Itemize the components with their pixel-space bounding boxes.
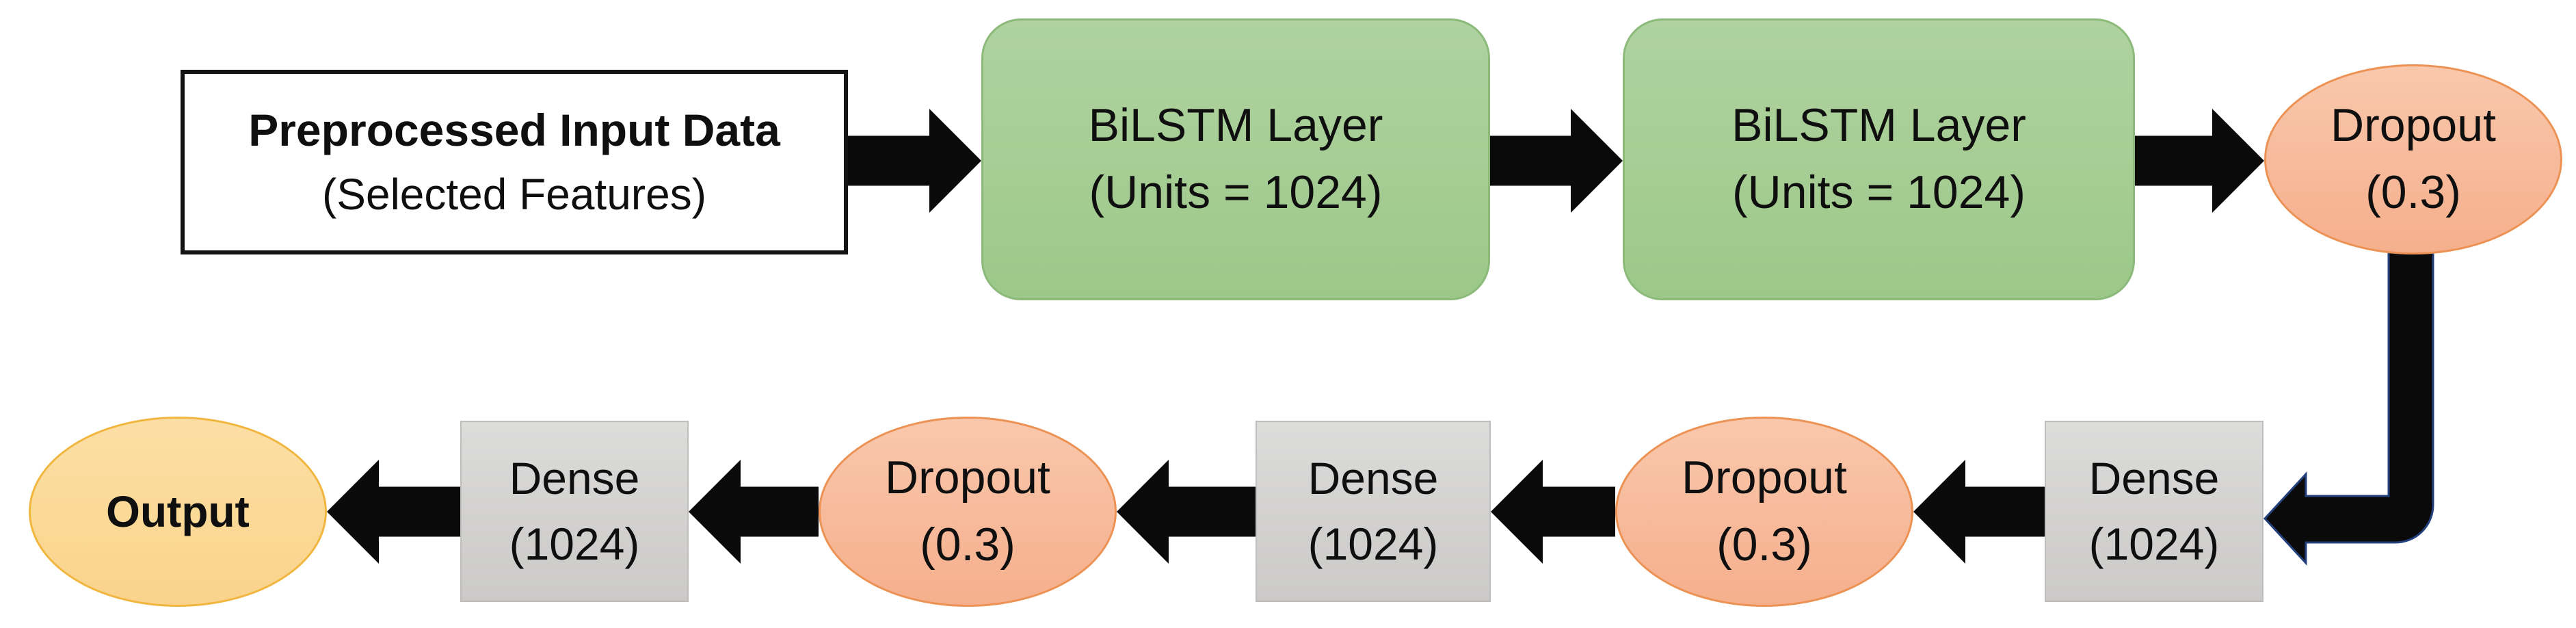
node-sublabel: (Selected Features) bbox=[321, 170, 707, 220]
node-dropout-top: Dropout (0.3) bbox=[2264, 64, 2562, 254]
node-dense-2: Dense (1024) bbox=[1256, 421, 1491, 602]
arrow-dense3-to-output-icon bbox=[327, 460, 460, 564]
node-sublabel: (0.3) bbox=[2365, 166, 2461, 218]
arrow-bilstm1-to-bilstm2-icon bbox=[1490, 109, 1623, 213]
node-label: Dropout bbox=[1682, 452, 1847, 504]
node-label: Dense bbox=[2088, 453, 2220, 504]
arrow-dropout3-to-dense3-icon bbox=[689, 460, 819, 564]
node-label: BiLSTM Layer bbox=[1088, 99, 1383, 152]
node-dense-3: Dense (1024) bbox=[460, 421, 689, 602]
node-preprocessed-input-data: Preprocessed Input Data (Selected Featur… bbox=[181, 70, 848, 254]
elbow-connector-arrow bbox=[2263, 245, 2434, 566]
node-dense-1: Dense (1024) bbox=[2045, 421, 2263, 602]
node-output: Output bbox=[29, 417, 327, 607]
arrow-dropout2-to-dense2-icon bbox=[1491, 460, 1615, 564]
arrow-dense2-to-dropout3-icon bbox=[1117, 460, 1256, 564]
node-label: Dense bbox=[1307, 453, 1439, 504]
arrow-input-to-bilstm1-icon bbox=[848, 109, 981, 213]
node-label: Dropout bbox=[885, 452, 1050, 504]
node-sublabel: (Units = 1024) bbox=[1732, 166, 2026, 218]
node-sublabel: (1024) bbox=[509, 518, 640, 569]
node-dropout-2: Dropout (0.3) bbox=[1615, 417, 1913, 607]
arrow-dense1-to-dropout2-icon bbox=[1913, 460, 2045, 564]
node-bilstm-layer-1: BiLSTM Layer (Units = 1024) bbox=[981, 18, 1490, 300]
node-label: Dropout bbox=[2331, 99, 2496, 152]
node-label: Dense bbox=[509, 453, 640, 504]
node-label: Preprocessed Input Data bbox=[248, 105, 780, 156]
node-sublabel: (0.3) bbox=[920, 519, 1015, 571]
node-sublabel: (0.3) bbox=[1716, 519, 1812, 571]
node-sublabel: (1024) bbox=[2088, 518, 2220, 569]
node-label: Output bbox=[106, 486, 250, 536]
node-dropout-3: Dropout (0.3) bbox=[819, 417, 1117, 607]
node-bilstm-layer-2: BiLSTM Layer (Units = 1024) bbox=[1623, 18, 2135, 300]
arrow-bilstm2-to-dropout-icon bbox=[2135, 109, 2264, 213]
node-sublabel: (1024) bbox=[1307, 518, 1439, 569]
node-label: BiLSTM Layer bbox=[1731, 99, 2026, 152]
node-sublabel: (Units = 1024) bbox=[1089, 166, 1383, 218]
